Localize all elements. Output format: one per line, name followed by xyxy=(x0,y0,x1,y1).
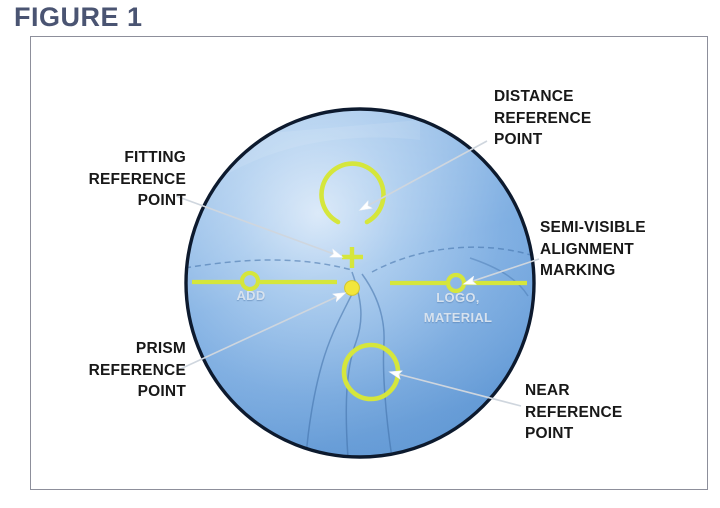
callout-semi-visible-alignment-marking: SEMI-VISIBLE ALIGNMENT MARKING xyxy=(540,219,646,279)
prism-reference-dot xyxy=(344,280,360,296)
distance-reference-marking xyxy=(319,161,386,225)
lens-body xyxy=(184,107,536,459)
fitting-reference-cross xyxy=(342,247,363,268)
lens-corridor-lines xyxy=(186,246,534,457)
callout-near-reference-point: NEAR REFERENCE POINT xyxy=(525,382,623,442)
callout-distance-reference-point: DISTANCE REFERENCE POINT xyxy=(494,88,592,148)
lens-label-add: ADD xyxy=(236,288,266,303)
callout-prism-reference-point: PRISM REFERENCE POINT xyxy=(88,340,186,400)
lens-label-logo-material: LOGO, MATERIAL xyxy=(423,290,493,325)
callout-fitting-reference-point: FITTING REFERENCE POINT xyxy=(88,149,186,209)
leader-prism-reference-point xyxy=(175,292,345,372)
leader-fitting-reference-point xyxy=(175,195,342,258)
alignment-marking-left xyxy=(239,270,261,292)
leader-distance-reference-point xyxy=(360,140,488,210)
leader-semi-visible-marking xyxy=(464,258,540,285)
leader-near-reference-point xyxy=(390,372,522,407)
callout-leader-lines xyxy=(175,140,540,407)
figure-title: FIGURE 1 xyxy=(14,2,143,32)
